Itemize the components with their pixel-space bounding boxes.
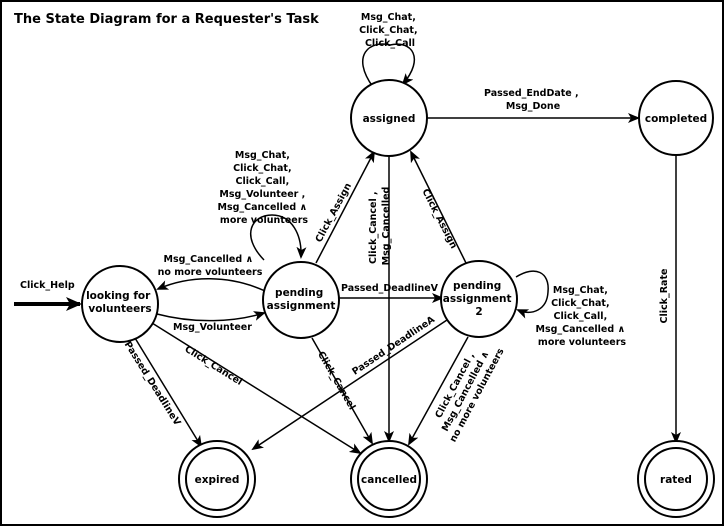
state-pending-assignment: pending assignment	[262, 261, 340, 339]
edge-pending-looking	[156, 278, 266, 292]
state-label-line: volunteers	[88, 303, 151, 315]
label-pending-self: Msg_Chat, Click_Chat, Click_Call, Msg_Vo…	[218, 150, 311, 226]
label-line: Msg_Chat,	[235, 150, 290, 161]
state-circle-outer	[178, 440, 256, 518]
label-to-completed: Passed_EndDate , Msg_Done	[484, 88, 582, 112]
edge-assigned-self	[362, 43, 416, 88]
edge-pending2-expired	[251, 317, 451, 451]
state-label: pending assignment	[267, 287, 336, 312]
label-line: Passed_EndDate ,	[484, 88, 579, 99]
label-line: Msg_Chat,	[361, 12, 416, 23]
label-line: Click_Chat,	[359, 25, 417, 36]
state-cancelled: cancelled	[350, 440, 428, 518]
state-looking-for-volunteers: looking for volunteers	[81, 265, 159, 343]
label-line: Click_Call,	[235, 176, 289, 187]
label-line: no more volunteers	[158, 267, 263, 278]
state-label: assigned	[363, 113, 416, 125]
state-label-line: assignment	[267, 300, 336, 312]
edge-pending2-self	[515, 270, 549, 319]
label-line: Click_Call,	[553, 311, 607, 322]
states: looking for volunteers pending assignmen…	[81, 79, 715, 518]
label-assigned-self: Msg_Chat, Click_Chat, Click_Call	[359, 12, 421, 49]
label-line: Msg_Volunteer ,	[219, 189, 305, 200]
state-circle-inner	[644, 447, 708, 511]
edge-pending-assigned	[315, 150, 375, 264]
state-circle-inner	[185, 447, 249, 511]
state-circle-outer	[350, 440, 428, 518]
label-line: Click_Cancel ,	[368, 191, 379, 264]
state-circle	[350, 79, 428, 157]
label-pending-to-looking: Msg_Cancelled ∧ no more volunteers	[158, 254, 263, 278]
label-line: more volunteers	[538, 337, 626, 348]
edge-pending2-cancelled	[408, 336, 469, 446]
label-msg-volunteer: Msg_Volunteer	[173, 322, 252, 333]
label-line: Click_Chat,	[233, 163, 291, 174]
label-passed-deadline-v: Passed_DeadlineV	[341, 283, 439, 294]
label-line: Msg_Chat,	[553, 285, 608, 296]
edge-pending2-assigned	[410, 150, 467, 264]
state-label: pending assignment 2	[443, 280, 515, 318]
edge-looking-expired	[134, 337, 203, 448]
label-click-rate: Click_Rate	[659, 269, 670, 324]
edge-looking-cancelled	[151, 322, 362, 455]
state-label: expired	[195, 474, 240, 486]
state-expired: expired	[178, 440, 256, 518]
label-click-help: Click_Help	[20, 280, 75, 291]
diagram-title: The State Diagram for a Requester's Task	[14, 12, 319, 27]
transitions	[14, 43, 681, 455]
edge-looking-pending	[156, 311, 266, 322]
state-label: completed	[645, 113, 707, 125]
state-circle-inner	[357, 447, 421, 511]
state-circle	[440, 260, 518, 338]
state-circle-outer	[637, 440, 715, 518]
label-line: Msg_Cancelled ∧	[536, 324, 626, 335]
label-line: more volunteers	[220, 215, 308, 226]
state-label: looking for volunteers	[86, 290, 154, 315]
state-circle	[262, 261, 340, 339]
state-label: rated	[660, 474, 692, 486]
label-line: Msg_Cancelled ∧	[164, 254, 254, 265]
label-line: Msg_Done	[506, 101, 560, 112]
label-line: Msg_Cancelled ∧	[218, 202, 308, 213]
label-line: Click_Chat,	[551, 298, 609, 309]
state-label-line: assignment	[443, 293, 512, 305]
state-assigned: assigned	[350, 79, 428, 157]
label-assigned-cancel: Click_Cancel , Msg_Cancelled	[368, 187, 392, 266]
state-rated: rated	[637, 440, 715, 518]
state-completed: completed	[638, 80, 714, 156]
label-line: Msg_Cancelled	[381, 187, 392, 266]
state-label-line: looking for	[86, 290, 151, 302]
label-pending2-self: Msg_Chat, Click_Chat, Click_Call, Msg_Ca…	[536, 285, 629, 348]
state-pending-assignment-2: pending assignment 2	[440, 260, 518, 338]
state-circle	[81, 265, 159, 343]
state-label-line: pending	[275, 287, 323, 299]
state-label-line: pending	[453, 280, 501, 292]
state-label: cancelled	[361, 474, 417, 486]
edge-pending-cancelled	[311, 337, 373, 445]
state-label-line: 2	[475, 306, 482, 318]
state-circle	[638, 80, 714, 156]
edge-pending-self	[250, 214, 307, 261]
label-line: Click_Call	[365, 38, 415, 49]
